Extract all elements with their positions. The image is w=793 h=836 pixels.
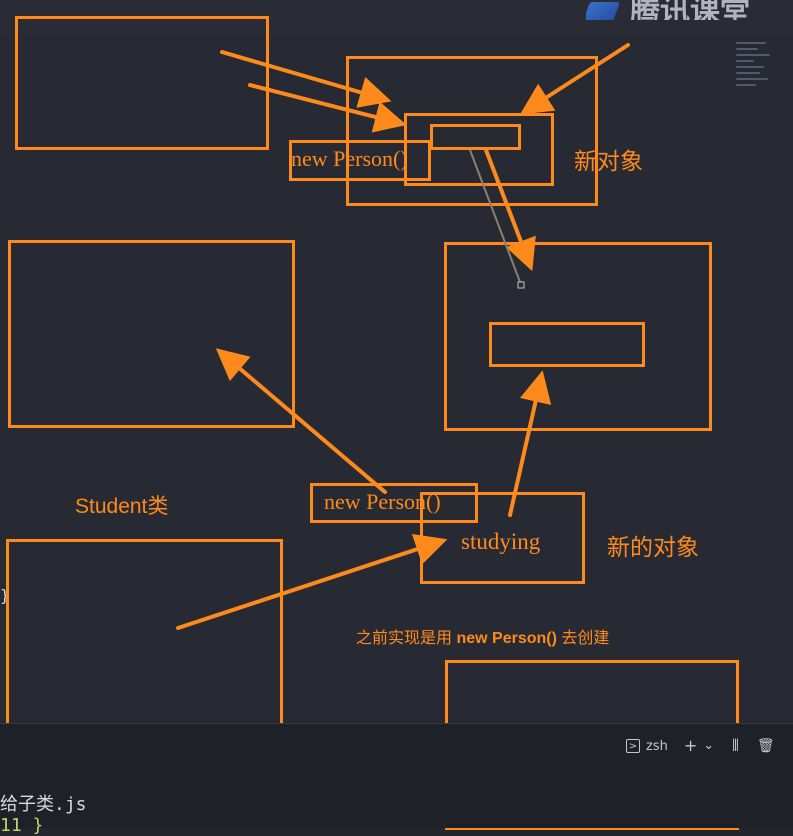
annotation-box-object-outer: [346, 56, 598, 206]
arrow-6: [508, 370, 552, 517]
annotation-box-new-person-bottom: [310, 483, 478, 523]
arrow-5: [215, 348, 387, 494]
code-line-11: 11 }: [0, 815, 44, 836]
arrow-3: [519, 43, 630, 115]
label-studying: studying: [461, 529, 541, 554]
label-new-person-bottom: new Person(): [324, 489, 441, 514]
drag-handle: [517, 281, 525, 289]
brand-watermark: 腾讯课堂: [586, 0, 793, 20]
code-brace: }: [0, 586, 10, 605]
arrow-7: [176, 534, 448, 630]
label-new-object-2: 新的对象: [607, 534, 699, 560]
note-suffix: 去创建: [556, 630, 610, 647]
arrow-grey: [469, 149, 521, 283]
terminal-shell-label[interactable]: zsh: [646, 738, 668, 754]
chevron-down-icon[interactable]: ⌄: [703, 738, 715, 753]
terminal-icon[interactable]: >: [626, 739, 640, 753]
label-student-class: Student类: [75, 495, 169, 518]
note-prefix: 之前实现是用: [356, 630, 457, 647]
annotation-box-new-object: [444, 242, 712, 431]
arrow-2: [248, 83, 407, 133]
terminal-panel: [0, 723, 793, 828]
annotation-box-student: [8, 240, 295, 428]
trash-icon[interactable]: 🗑: [756, 738, 775, 754]
brand-title: 腾讯课堂: [630, 0, 750, 20]
annotation-box-new-object-slot: [489, 322, 645, 367]
annotation-box-new-person-top: [289, 140, 431, 181]
note-code: new Person(): [456, 630, 557, 647]
title-bar: 腾讯课堂: [0, 0, 793, 38]
split-terminal-icon[interactable]: ⫴: [732, 736, 739, 755]
note-text: 之前实现是用 new Person() 去创建: [356, 624, 609, 648]
arrow-1: [220, 50, 392, 108]
add-terminal-icon[interactable]: +: [683, 736, 698, 755]
arrow-4: [484, 148, 536, 272]
terminal-toolbar: > zsh + ⌄ ⫴ 🗑: [626, 737, 775, 755]
annotation-box-topleft: [15, 16, 269, 150]
file-name-line: 给子类.js: [0, 794, 87, 815]
minimap[interactable]: [733, 38, 775, 118]
annotation-box-object-inner: [404, 113, 554, 186]
label-new-object: 新对象: [574, 148, 643, 174]
label-new-person-top: new Person(): [291, 146, 408, 171]
annotation-box-object-slot: [430, 124, 521, 150]
